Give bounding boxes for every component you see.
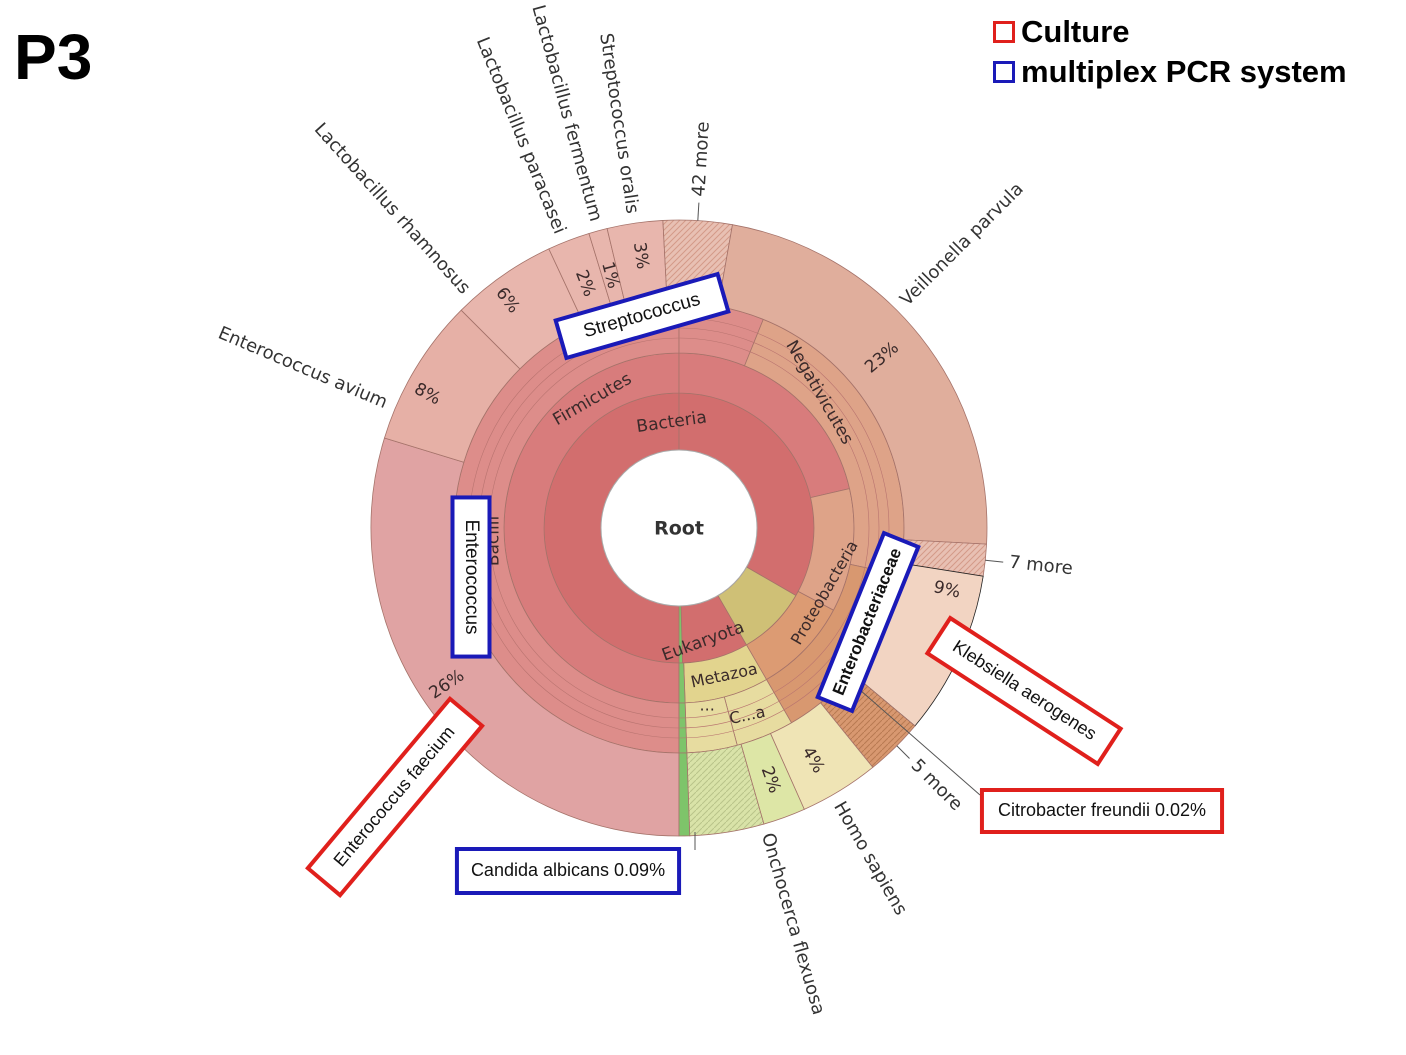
annot-candida: Candida albicans 0.09%	[454, 847, 682, 895]
legend-label-pcr: multiplex PCR system	[1021, 54, 1347, 89]
species-label-6: 42 more	[688, 121, 714, 197]
annot-candida-box	[454, 847, 682, 895]
wedge-enterococcus-faecium	[370, 437, 680, 837]
legend-swatch-pcr	[993, 61, 1015, 83]
legend-item-culture: Culture	[993, 12, 1347, 52]
wedges-layer	[370, 219, 988, 837]
annot-enterococcus-text: Enterococcus	[461, 519, 482, 634]
annot-enterobacteriaceae-box	[815, 530, 921, 714]
species-label-8: 7 more	[1008, 552, 1074, 580]
annot-citrobacter-text: Citrobacter freundii 0.02%	[998, 800, 1206, 820]
leader-6	[697, 202, 700, 221]
legend: Culture multiplex PCR system	[993, 12, 1347, 92]
panel-label: P3	[14, 21, 93, 93]
wedge-candida-albicans	[678, 752, 691, 837]
root-label: Root	[654, 518, 704, 540]
annot-citrobacter-box	[979, 788, 1225, 834]
annot-klebsiella-text: Klebsiella aerogenes	[949, 636, 1100, 744]
annot-enterococcus: Enterococcus	[450, 495, 492, 659]
annot-streptococcus-box	[553, 271, 731, 361]
annot-klebsiella-box	[924, 615, 1124, 767]
annot-klebsiella: Klebsiella aerogenes	[924, 615, 1124, 767]
legend-item-pcr: multiplex PCR system	[993, 52, 1347, 92]
legend-label-culture: Culture	[1021, 14, 1130, 49]
leader-citrobacter	[859, 689, 981, 796]
ring-label-ellipsis: ...	[700, 695, 715, 714]
species-label-12: Onchocerca flexuosa	[757, 831, 829, 1018]
legend-swatch-culture	[993, 21, 1015, 43]
annot-citrobacter: Citrobacter freundii 0.02%	[979, 788, 1225, 834]
root-circle	[600, 449, 758, 607]
annot-enterococcus-faecium-box	[305, 695, 485, 899]
species-label-2: Lactobacillus rhamnosus	[310, 119, 475, 298]
leader-10	[896, 745, 910, 759]
species-label-10: 5 more	[907, 755, 967, 815]
species-label-7: Veillonella parvula	[896, 179, 1028, 311]
species-label-1: Enterococcus avium	[215, 323, 391, 413]
species-label-5: Streptococcus oralis	[595, 32, 643, 215]
annot-enterococcus-faecium-text: Enterococcus faecium	[329, 722, 458, 871]
leader-lines-layer	[694, 202, 1004, 850]
leader-8	[985, 559, 1004, 563]
wedge-veillonella-parvula	[717, 224, 988, 545]
annot-candida-text: Candida albicans 0.09%	[471, 860, 665, 880]
pct-label-5: 3%	[629, 241, 653, 271]
wedge-fungi-l2	[678, 662, 686, 704]
species-label-11: Homo sapiens	[829, 798, 911, 919]
annot-enterococcus-box	[450, 495, 492, 659]
